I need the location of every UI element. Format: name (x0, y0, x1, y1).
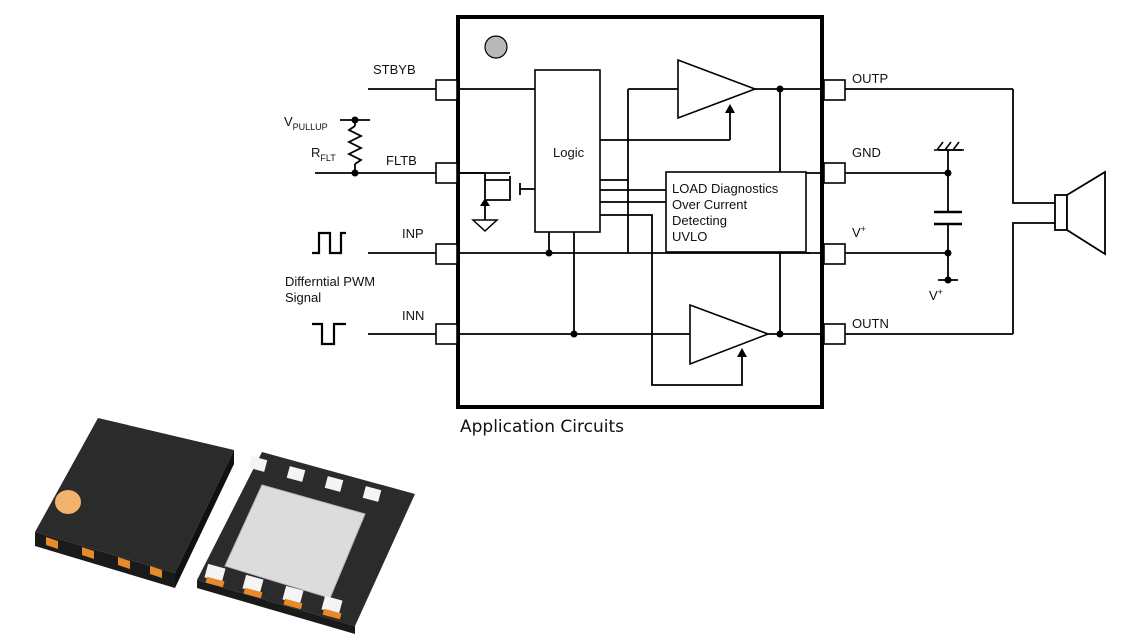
pin1-dot-top (55, 490, 81, 514)
pwm-waveform-inn (312, 322, 346, 346)
vpullup-label: VPULLUP (284, 114, 328, 132)
pin-pad-outn (823, 323, 846, 345)
diagnostics-block (665, 171, 807, 253)
pin-label-gnd: GND (852, 145, 881, 160)
diagram-caption: Application Circuits (460, 417, 624, 437)
diagnostics-line-2: Over Current (672, 197, 748, 212)
pin-label-outn: OUTN (852, 316, 889, 331)
speaker-icon (1054, 170, 1106, 256)
diagnostics-line-3: Detecting (672, 213, 727, 228)
vplus-bottom-label: V+ (929, 287, 943, 303)
fet-ground-symbol (471, 219, 499, 233)
junction-dots (351, 85, 952, 338)
pin-label-vplus: V+ (852, 224, 866, 240)
pin-pad-inp (435, 243, 458, 265)
pin-pad-outp (823, 79, 846, 101)
pin-label-outp: OUTP (852, 71, 888, 86)
diagnostics-line-4: UVLO (672, 229, 707, 244)
amplifier-bottom (689, 303, 771, 366)
rflt-label: RFLT (311, 145, 336, 163)
diagnostics-line-1: LOAD Diagnostics (672, 181, 779, 196)
signal-label-line-2: Signal (285, 290, 321, 305)
pin-pad-vplus (823, 243, 846, 265)
pin-pad-gnd (823, 162, 846, 184)
pin-label-fltb: FLTB (386, 153, 417, 168)
fet-arrow (480, 198, 490, 206)
pin-pad-inn (435, 323, 458, 345)
pin-pad-fltb (435, 162, 458, 184)
package-bottom-view (197, 452, 415, 634)
package-top-view (35, 418, 234, 588)
pwm-waveform-inp (312, 231, 346, 255)
pin1-marker (484, 35, 508, 59)
pin-pads (435, 79, 846, 345)
signal-label-line-1: Differntial PWM (285, 274, 375, 289)
amp-bottom-arrow (737, 348, 747, 357)
logic-label: Logic (553, 145, 585, 160)
pin-label-stbyb: STBYB (373, 62, 416, 77)
logic-block (534, 69, 601, 233)
amplifier-top (677, 58, 758, 120)
ground-symbol-right (934, 141, 964, 151)
pin-label-inp: INP (402, 226, 424, 241)
ic-outline (456, 15, 824, 409)
decoupling-capacitor (934, 210, 962, 226)
amp-top-arrow (725, 104, 735, 113)
pin-pad-stbyb (435, 79, 458, 101)
pin-label-inn: INN (402, 308, 424, 323)
